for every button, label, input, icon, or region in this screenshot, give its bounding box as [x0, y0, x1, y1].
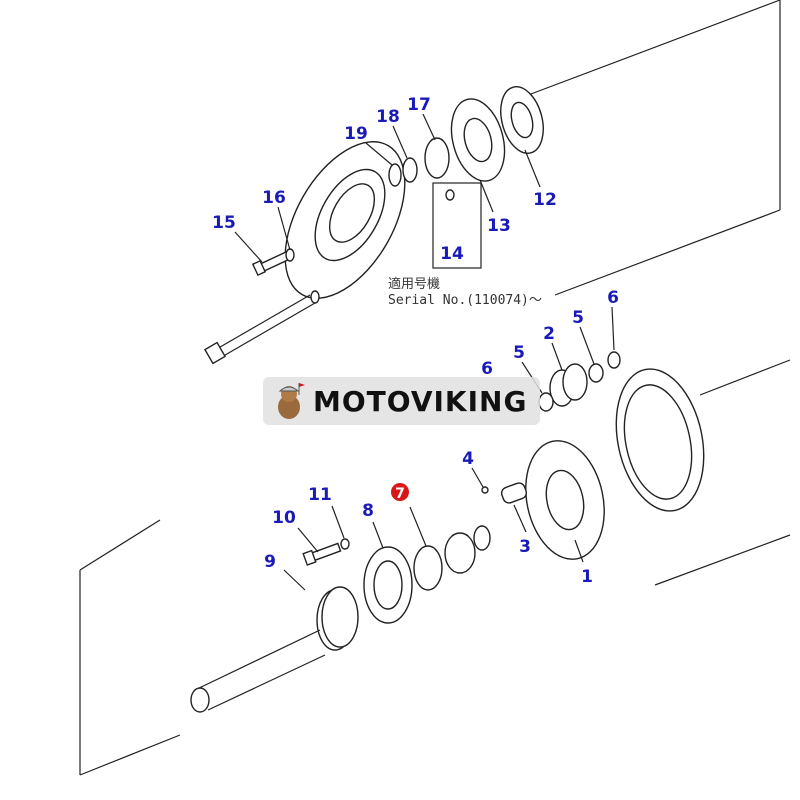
snap-ring [473, 525, 491, 551]
callout-6-lower: 6 [481, 359, 493, 379]
ring-gear [615, 368, 705, 512]
cover-13 [450, 98, 506, 182]
planet-carrier-1 [525, 440, 605, 560]
bearing-7 [413, 545, 443, 591]
callout-7: 7 [395, 486, 405, 502]
callout-15: 15 [212, 213, 236, 233]
viking-mascot-icon [278, 383, 305, 419]
callout-4: 4 [462, 449, 474, 469]
leader-lines [234, 113, 615, 591]
callout-19: 19 [344, 124, 368, 144]
callout-3: 3 [519, 537, 531, 557]
brand-name: MOTOVIKING [313, 384, 528, 418]
long-bolt [203, 290, 320, 365]
callout-5-lower: 5 [513, 343, 525, 363]
callout-9: 9 [264, 552, 276, 572]
snap-ring-19 [388, 163, 402, 187]
callout-1: 1 [581, 567, 593, 587]
output-shaft [190, 629, 326, 713]
highlight-badge-7 [391, 483, 409, 501]
bearing-17 [424, 137, 450, 179]
callout-13: 13 [487, 216, 511, 236]
retainer-8 [363, 546, 413, 624]
watermark-logo: MOTOVIKING [263, 377, 540, 425]
callout-8: 8 [362, 501, 374, 521]
washer-16 [285, 248, 295, 262]
flange-carrier [284, 141, 406, 299]
group-bracket-14 [432, 182, 482, 269]
callout-2: 2 [543, 324, 555, 344]
ring-18 [402, 157, 418, 183]
shaft-3 [500, 482, 528, 504]
bearing-12 [500, 86, 544, 154]
washer-11 [340, 538, 350, 550]
callout-14: 14 [440, 244, 464, 264]
callout-6-upper: 6 [607, 288, 619, 308]
washer-6-upper [607, 351, 621, 369]
callout-16: 16 [262, 188, 286, 208]
serial-jp: 適用号機 [388, 276, 440, 292]
bolt-10 [302, 542, 342, 566]
needle-bearing [444, 532, 476, 574]
bearing-5-lower [538, 392, 554, 412]
callout-17: 17 [407, 95, 431, 115]
planet-gear-2 [549, 363, 588, 407]
perspective-frame [79, 0, 791, 776]
callout-5-upper: 5 [572, 308, 584, 328]
callout-18: 18 [376, 107, 400, 127]
bearing-5-upper [588, 363, 604, 383]
callout-12: 12 [533, 190, 557, 210]
bolt-15 [251, 250, 292, 277]
callout-11: 11 [308, 485, 332, 505]
serial-number: Serial No.(110074)～ [388, 293, 542, 308]
callout-10: 10 [272, 508, 296, 528]
seal-9 [316, 586, 359, 651]
